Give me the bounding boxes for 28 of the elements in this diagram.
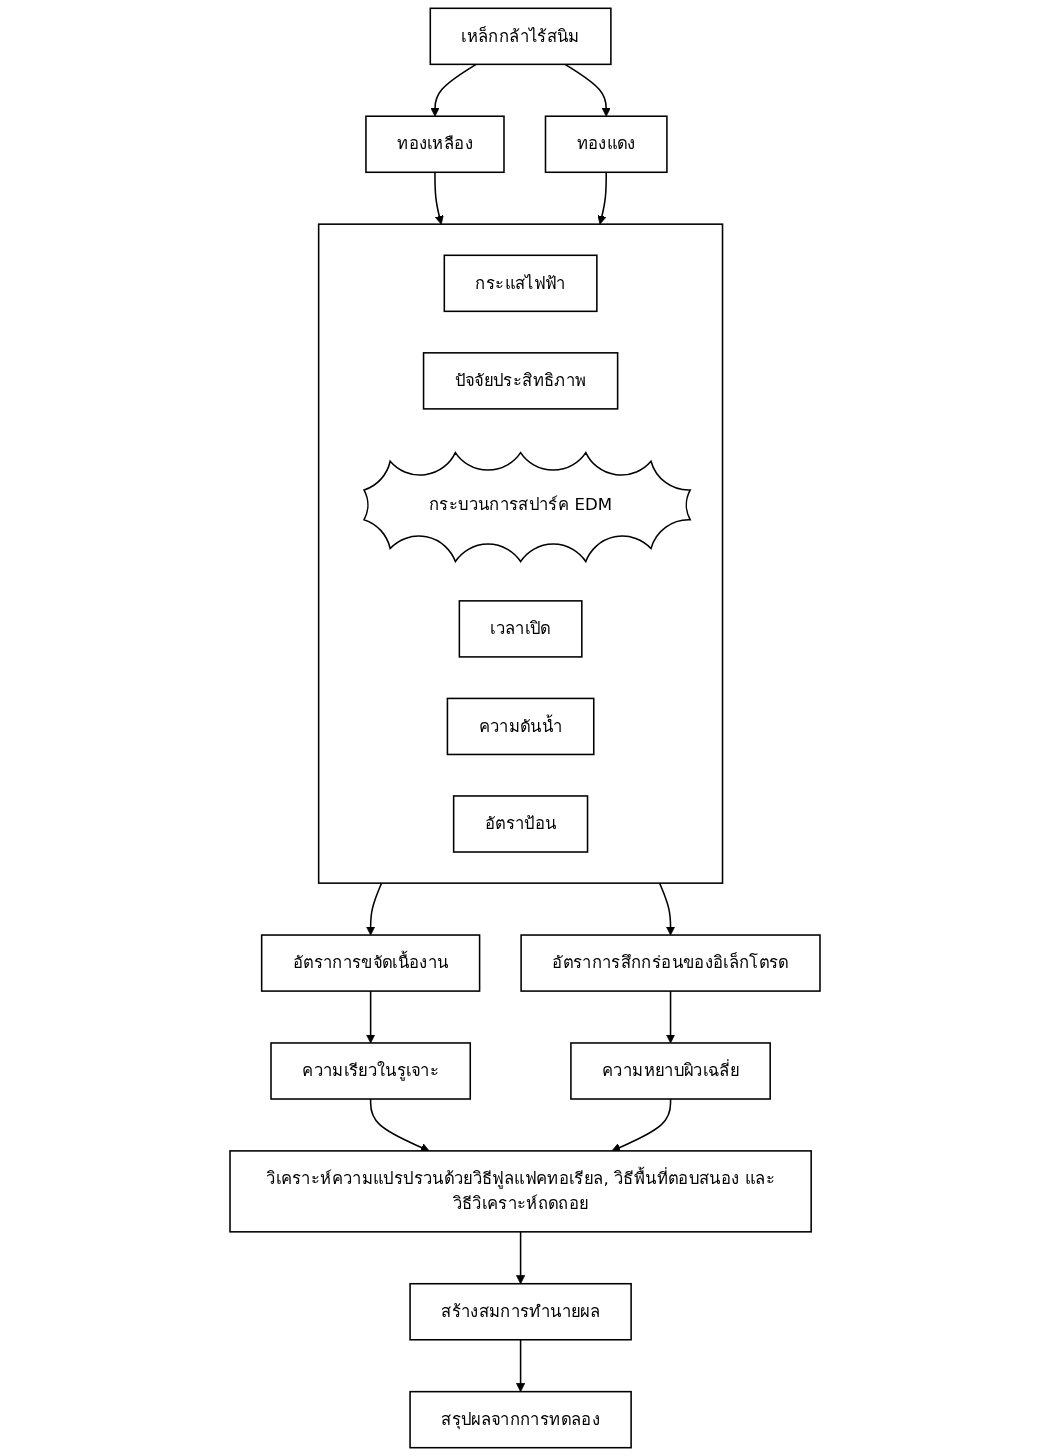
cluster bbox=[317, 223, 723, 884]
node-box: ความเรียวในรูเจาะ bbox=[269, 1042, 471, 1100]
node-box: เหล็กกล้าไร้สนิม bbox=[429, 7, 612, 66]
arrow bbox=[515, 1231, 525, 1285]
arrow bbox=[665, 990, 675, 1044]
arrow bbox=[611, 1098, 671, 1152]
node-box: กระแสไฟฟ้า bbox=[443, 254, 598, 313]
node-box: ปัจจัยประสิทธิภาพ bbox=[422, 352, 618, 410]
arrow bbox=[365, 990, 375, 1044]
node-box: ความดันน้ำ bbox=[446, 697, 595, 756]
arrow bbox=[433, 171, 444, 225]
arrow bbox=[365, 882, 382, 936]
node-box: ทองเหลือง bbox=[364, 115, 505, 174]
arrow bbox=[369, 1098, 430, 1152]
node-box: ความหยาบผิวเฉลี่ย bbox=[569, 1042, 771, 1100]
arrow bbox=[596, 171, 607, 225]
arrow bbox=[563, 63, 611, 117]
node-box: อัตราป้อน bbox=[452, 795, 588, 853]
node-box: สร้างสมการทำนายผล bbox=[408, 1282, 632, 1341]
node-box: เวลาเปิด bbox=[458, 600, 583, 658]
arrow bbox=[515, 1339, 525, 1393]
arrow bbox=[429, 63, 477, 117]
node-box: อัตราการขจัดเนื้องาน bbox=[260, 934, 480, 992]
node-box: อัตราการสึกกร่อนของอิเล็กโตรด bbox=[519, 934, 821, 992]
node-box: สรุปผลจากการทดลอง bbox=[408, 1390, 632, 1449]
node-box: วิเคราะห์ความแปรปรวนด้วยวิธีฟูลแฟคทอเรียล, วิธีพื้นที่ตอบสนอง และวิธีวิเคราะห์ถดถอย bbox=[228, 1150, 812, 1233]
node-box: ทองแดง bbox=[544, 115, 668, 174]
arrow bbox=[658, 882, 675, 936]
